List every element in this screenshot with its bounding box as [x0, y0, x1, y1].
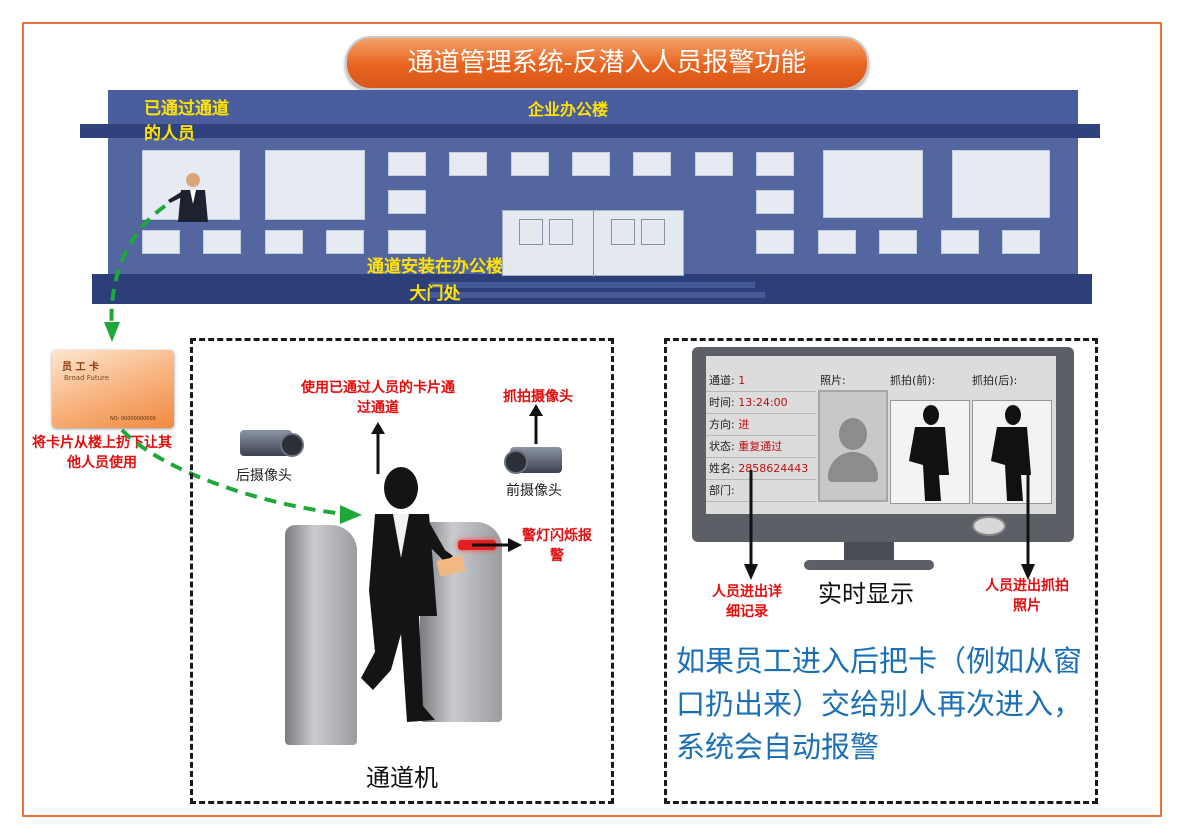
- door-split: [593, 211, 594, 277]
- window: [449, 152, 487, 176]
- window: [823, 150, 923, 218]
- building-top: [108, 90, 1078, 126]
- display-panel: [664, 338, 1098, 804]
- avatar-shoulders: [828, 452, 878, 482]
- info-row: 姓名: 2858624443: [706, 458, 816, 480]
- capture-photo-label: 人员进出抓拍照片: [985, 578, 1069, 614]
- window: [265, 150, 365, 220]
- photo-header: 照片:: [820, 374, 846, 387]
- avatar-placeholder-icon: [839, 418, 867, 450]
- right-arrow-icon: [472, 538, 522, 552]
- realtime-label: 实时显示: [818, 580, 914, 608]
- building-roof: [80, 124, 1100, 138]
- gate-panel: [190, 338, 614, 804]
- capture-camera-label: 抓拍摄像头: [503, 389, 573, 405]
- info-value: 1: [738, 374, 746, 387]
- window: [572, 152, 610, 176]
- window: [756, 190, 794, 214]
- info-row: 状态: 重复通过: [706, 436, 816, 458]
- captured-person-icon: [991, 405, 1031, 501]
- window: [388, 230, 426, 254]
- info-row: 时间: 13:24:00: [706, 392, 816, 414]
- up-arrow-icon: [371, 422, 385, 474]
- card-number: NO: 00000000000: [110, 416, 156, 422]
- page-title: 通道管理系统-反潜入人员报警功能: [345, 36, 869, 90]
- rear-capture-photo: [972, 400, 1052, 504]
- rear-camera-label: 后摄像头: [236, 468, 292, 484]
- main-door: [502, 210, 684, 277]
- window: [879, 230, 917, 254]
- building-steps: [420, 292, 765, 298]
- building-base: [92, 274, 1092, 304]
- person-passing-icon: [361, 467, 453, 722]
- turnstile-right-gate: [420, 522, 502, 722]
- building-name: 企业办公楼: [528, 100, 609, 119]
- install-location-label: 通道安装在办公楼大门处: [367, 257, 503, 304]
- down-arrow-icon: [1021, 458, 1035, 580]
- info-row: 通道: 1: [706, 370, 816, 392]
- info-key: 部门:: [709, 484, 735, 497]
- throw-card-label: 将卡片从楼上扔下让其他人员使用: [32, 435, 172, 471]
- info-key: 方向:: [709, 418, 735, 431]
- monitor-stand: [844, 542, 894, 562]
- description-text: 如果员工进入后把卡（例如从窗口扔出来）交给别人再次进入，系统会自动报警: [676, 644, 1083, 764]
- window: [941, 230, 979, 254]
- front-capture-photo: [890, 400, 970, 504]
- captured-person-icon: [909, 405, 949, 501]
- window: [695, 152, 733, 176]
- window: [756, 230, 794, 254]
- info-row: 部门:: [706, 480, 816, 502]
- door-pane: [519, 219, 543, 245]
- turnstile-label: 通道机: [366, 764, 438, 792]
- window: [511, 152, 549, 176]
- window: [203, 230, 241, 254]
- window: [633, 152, 671, 176]
- info-value: 进: [738, 418, 750, 431]
- card-brand: Broad Future: [64, 374, 110, 382]
- monitor-foot: [804, 560, 934, 570]
- info-value: 重复通过: [738, 440, 783, 453]
- window: [388, 190, 426, 214]
- access-card: 员 工 卡 Broad Future NO: 00000000000: [52, 350, 174, 428]
- door-pane: [611, 219, 635, 245]
- door-pane: [641, 219, 665, 245]
- rear-capture-header: 抓拍(后):: [972, 374, 1018, 387]
- info-key: 姓名:: [709, 462, 735, 475]
- window: [326, 230, 364, 254]
- passed-person-label: 已通过通道的人员: [144, 99, 229, 144]
- use-card-label: 使用已通过人员的卡片通过通道: [301, 380, 455, 416]
- down-arrow-icon: [744, 470, 758, 580]
- window: [818, 230, 856, 254]
- door-pane: [549, 219, 573, 245]
- info-row: 方向: 进: [706, 414, 816, 436]
- building-steps: [430, 282, 755, 288]
- window: [952, 150, 1050, 218]
- info-value: 13:24:00: [738, 396, 788, 409]
- up-arrow-icon: [529, 404, 543, 444]
- record-label: 人员进出详细记录: [712, 584, 782, 620]
- window: [142, 230, 180, 254]
- front-camera-label: 前摄像头: [506, 483, 562, 499]
- rear-camera-lens: [280, 433, 304, 457]
- info-value: 2858624443: [738, 462, 809, 475]
- person-in-window-icon: [168, 173, 208, 222]
- window: [265, 230, 303, 254]
- outer-frame: [22, 22, 1162, 817]
- info-key: 状态:: [709, 440, 735, 453]
- window: [1002, 230, 1040, 254]
- photo-frame: [818, 390, 888, 502]
- power-button-icon: [972, 516, 1006, 536]
- info-key: 通道:: [709, 374, 735, 387]
- alarm-label: 警灯闪烁报警: [522, 528, 592, 564]
- monitor-screen: 通道: 1 时间: 13:24:00 方向: 进 状态: 重复通过 姓名: 28…: [706, 356, 1056, 514]
- front-camera-lens: [504, 450, 528, 474]
- info-key: 时间:: [709, 396, 735, 409]
- window: [756, 152, 794, 176]
- window: [388, 152, 426, 176]
- front-capture-header: 抓拍(前):: [890, 374, 936, 387]
- card-title: 员 工 卡: [62, 362, 99, 373]
- turnstile-left-gate: [285, 525, 357, 745]
